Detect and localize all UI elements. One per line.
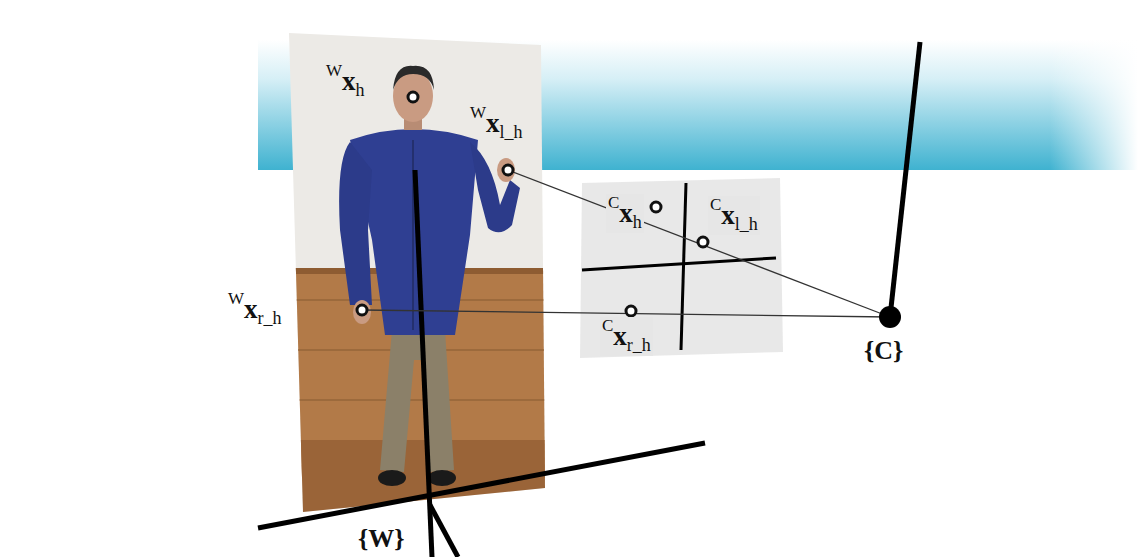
image-axis — [681, 183, 686, 350]
world-point-label: Wxh — [326, 62, 365, 99]
point-marker — [503, 165, 513, 175]
camera-center — [879, 306, 901, 328]
point-vector: x — [486, 110, 500, 137]
frame-superscript: C — [602, 317, 613, 334]
image-point-label: Cxl_h — [708, 196, 760, 235]
world-axis — [258, 443, 705, 528]
image-point-label: Cxh — [606, 194, 644, 233]
frame-label-box: {C} — [864, 338, 903, 364]
image-axis — [582, 258, 776, 270]
frame-superscript: C — [710, 196, 721, 213]
point-vector: x — [342, 68, 356, 95]
point-subscript: l_h — [500, 123, 523, 141]
point-subscript: r_h — [258, 309, 282, 327]
point-subscript: l_h — [735, 215, 758, 233]
image-plane — [580, 178, 783, 358]
point-marker — [651, 202, 661, 212]
point-vector: x — [244, 296, 258, 323]
point-subscript: r_h — [627, 336, 651, 354]
world-axis — [430, 505, 458, 557]
camera-axis — [890, 42, 920, 317]
point-vector: x — [613, 323, 627, 350]
point-subscript: h — [633, 213, 642, 231]
frame-superscript: W — [326, 62, 342, 79]
image-point-label: Cxr_h — [600, 317, 653, 356]
frame-label: {W} — [358, 526, 405, 552]
point-marker — [408, 92, 418, 102]
point-vector: x — [619, 200, 633, 227]
world-point-label: Wxl_h — [470, 104, 523, 141]
point-marker — [698, 237, 708, 247]
frame-superscript: C — [608, 194, 619, 211]
frame-superscript: W — [470, 104, 486, 121]
frame-superscript: W — [228, 290, 244, 307]
projection-ray — [508, 170, 890, 317]
point-marker — [357, 305, 367, 315]
frame-label-box: {W} — [358, 526, 405, 552]
point-subscript: h — [356, 81, 365, 99]
point-marker — [626, 306, 636, 316]
frame-label: {C} — [864, 338, 903, 364]
world-point-label: Wxr_h — [228, 290, 282, 327]
point-vector: x — [721, 202, 735, 229]
